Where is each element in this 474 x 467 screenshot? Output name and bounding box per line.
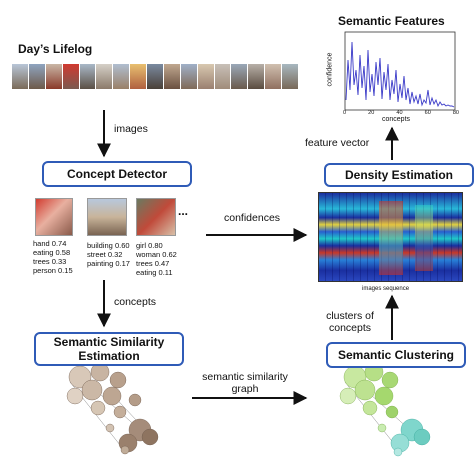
- detection-scores-1: hand 0.74 eating 0.58 trees 0.33 person …: [33, 239, 73, 275]
- chart-xlabel: concepts: [382, 116, 411, 123]
- score-item: person 0.15: [33, 266, 73, 275]
- detection-photo-1: [35, 198, 73, 236]
- detection-photo-2: [87, 198, 127, 236]
- chart-xtick: 60: [424, 110, 431, 116]
- lifelog-photo: [214, 64, 231, 89]
- chart-xtick: 0: [343, 110, 347, 116]
- chart-xtick: 20: [368, 110, 375, 116]
- heatmap-hotspot: [415, 205, 433, 271]
- score-item: painting 0.17: [87, 259, 130, 268]
- lifelog-photo: [231, 64, 248, 89]
- heatmap-xlabel: images sequence: [362, 286, 410, 292]
- score-item: eating 0.58: [33, 248, 71, 257]
- label-confidences: confidences: [224, 212, 281, 224]
- score-item: girl 0.80: [136, 241, 163, 250]
- detection-photo-3: [136, 198, 176, 236]
- heatmap-hotspot: [379, 201, 403, 275]
- detection-ellipsis: ...: [178, 204, 189, 218]
- lifelog-title: Day’s Lifelog: [18, 42, 93, 56]
- feature-series-line: [345, 41, 455, 108]
- label-feature-vector: feature vector: [305, 137, 370, 149]
- lifelog-photo: [180, 64, 197, 89]
- score-item: eating 0.11: [136, 268, 173, 277]
- chart-xticks: 0 20 40 60 80: [343, 110, 459, 116]
- lifelog-photo: [197, 64, 214, 89]
- label-images: images: [114, 123, 148, 135]
- label-similarity-graph: semantic similarity graph: [202, 371, 288, 395]
- density-estimation-box: Density Estimation: [324, 163, 474, 187]
- clustering-graph: [339, 362, 431, 457]
- lifelog-photo: [265, 64, 281, 89]
- label-clusters-of-concepts: clusters of concepts: [326, 310, 374, 334]
- chart-frame: [344, 31, 456, 111]
- confidence-heatmap: [318, 192, 463, 282]
- score-item: trees 0.33: [33, 257, 67, 266]
- lifelog-photo: [62, 64, 79, 89]
- semantic-similarity-box: Semantic Similarity Estimation: [34, 332, 184, 366]
- score-item: building 0.60: [87, 241, 130, 250]
- detection-scores-3: girl 0.80 woman 0.62 trees 0.47 eating 0…: [136, 241, 177, 277]
- lifelog-photo: [12, 64, 28, 89]
- label-concepts: concepts: [114, 296, 157, 308]
- lifelog-image-strip: [12, 64, 298, 89]
- semantic-clustering-box: Semantic Clustering: [326, 342, 466, 368]
- score-item: woman 0.62: [136, 250, 177, 259]
- lifelog-photo: [248, 64, 265, 89]
- chart-xtick: 40: [396, 110, 403, 116]
- lifelog-photo: [147, 64, 163, 89]
- semantic-features-title: Semantic Features: [338, 14, 445, 28]
- score-item: trees 0.47: [136, 259, 170, 268]
- score-item: hand 0.74: [33, 239, 67, 248]
- lifelog-photo: [163, 64, 180, 89]
- lifelog-photo: [113, 64, 130, 89]
- lifelog-photo: [96, 64, 113, 89]
- chart-xtick: 80: [452, 110, 459, 116]
- concept-detector-box: Concept Detector: [42, 161, 192, 187]
- lifelog-photo: [28, 64, 45, 89]
- detection-scores-2: building 0.60 street 0.32 painting 0.17: [87, 241, 130, 268]
- lifelog-photo: [79, 64, 96, 89]
- semantic-features-chart: [344, 31, 456, 111]
- score-item: street 0.32: [87, 250, 123, 259]
- lifelog-photo: [282, 64, 298, 89]
- lifelog-photo: [45, 64, 62, 89]
- similarity-graph-brown: [66, 362, 159, 455]
- chart-ylabel: confidence: [326, 52, 334, 87]
- lifelog-photo: [130, 64, 146, 89]
